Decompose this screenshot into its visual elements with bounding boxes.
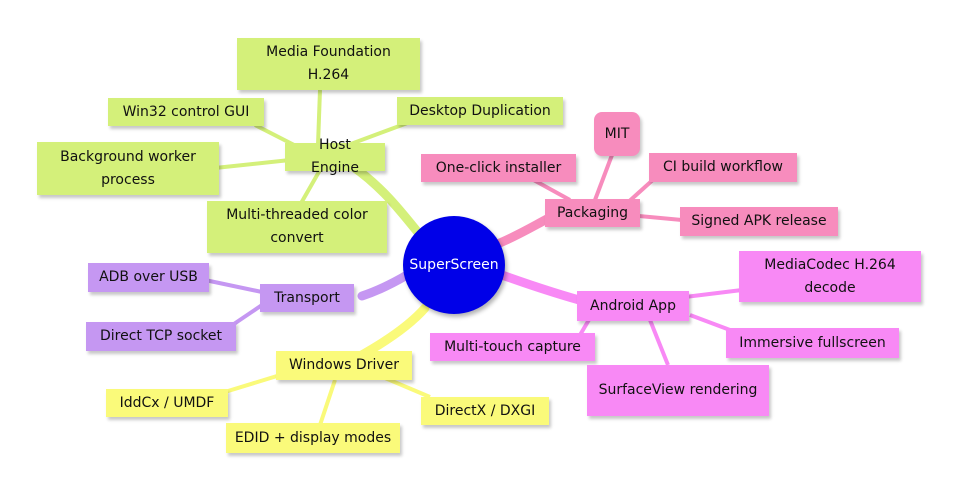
node-installer[interactable]: One-click installer [421,154,576,182]
branch-packaging[interactable]: Packaging [545,199,640,227]
branch-windows-driver[interactable]: Windows Driver [276,351,412,380]
node-adb-usb[interactable]: ADB over USB [88,263,209,292]
link-driver-directx [384,376,431,399]
branch-android-app-label: Android App [590,297,676,314]
node-multitouch[interactable]: Multi-touch capture [430,333,595,361]
node-mediacodec-label: MediaCodec H.264 decode [764,256,896,296]
node-edid[interactable]: EDID + display modes [226,423,400,453]
node-mit[interactable]: MIT [594,112,640,156]
link-host-background [214,158,291,170]
node-mediacodec[interactable]: MediaCodec H.264 decode [739,251,921,302]
node-desktop-duplication-label: Desktop Duplication [409,102,551,119]
node-multithreaded-convert-label: Multi-threaded color convert [226,207,368,246]
node-background-worker[interactable]: Background worker process [37,142,219,195]
node-multithreaded-convert[interactable]: Multi-threaded color convert [207,201,387,253]
node-adb-usb-label: ADB over USB [99,269,198,285]
node-edid-label: EDID + display modes [234,429,392,446]
link-center-transport [357,270,412,301]
link-center-windows-driver [355,303,430,361]
link-pack-mit [593,154,614,201]
center-label: SuperScreen [409,257,499,273]
node-installer-label: One-click installer [435,159,562,176]
node-mit-label: MIT [604,125,630,142]
node-iddcx[interactable]: IddCx / UMDF [106,389,228,417]
node-surfaceview-label: SurfaceView rendering [598,382,758,398]
node-win32-gui[interactable]: Win32 control GUI [108,98,264,126]
branch-windows-driver-label: Windows Driver [288,357,400,373]
center-node[interactable]: SuperScreen [403,216,505,314]
node-desktop-duplication[interactable]: Desktop Duplication [397,97,563,125]
node-media-foundation-label: Media Foundation H.264 [266,44,391,83]
node-multitouch-label: Multi-touch capture [444,338,581,355]
node-ci-workflow[interactable]: CI build workflow [649,153,797,182]
link-android-mediacodec [684,288,743,299]
link-host-multithread [298,169,322,206]
link-driver-edid [318,379,337,426]
node-ci-workflow-label: CI build workflow [663,159,783,175]
branch-host-engine-label: Host Engine [311,137,359,176]
node-immersive-label: Immersive fullscreen [739,334,886,351]
link-host-media-foundation [316,89,322,146]
node-media-foundation[interactable]: Media Foundation H.264 [237,38,420,90]
link-transport-adb [204,278,263,294]
branch-transport-label: Transport [274,289,340,306]
node-directx[interactable]: DirectX / DXGI [421,397,549,425]
node-tcp-socket[interactable]: Direct TCP socket [86,322,236,351]
link-center-host-engine [347,161,425,240]
link-android-surfaceview [648,319,670,366]
node-iddcx-label: IddCx / UMDF [119,394,215,411]
node-signed-apk-label: Signed APK release [691,213,827,229]
node-win32-gui-label: Win32 control GUI [122,103,250,120]
node-signed-apk[interactable]: Signed APK release [680,207,838,236]
node-directx-label: DirectX / DXGI [434,402,536,419]
node-immersive[interactable]: Immersive fullscreen [726,328,899,358]
branch-android-app[interactable]: Android App [577,291,689,321]
branch-transport[interactable]: Transport [260,284,354,312]
link-android-immersive [689,313,731,332]
branch-packaging-label: Packaging [556,204,629,221]
node-tcp-socket-label: Direct TCP socket [99,328,223,344]
branch-host-engine[interactable]: Host Engine [285,137,385,176]
node-background-worker-label: Background worker process [60,148,196,188]
node-surfaceview[interactable]: SurfaceView rendering [587,365,769,416]
